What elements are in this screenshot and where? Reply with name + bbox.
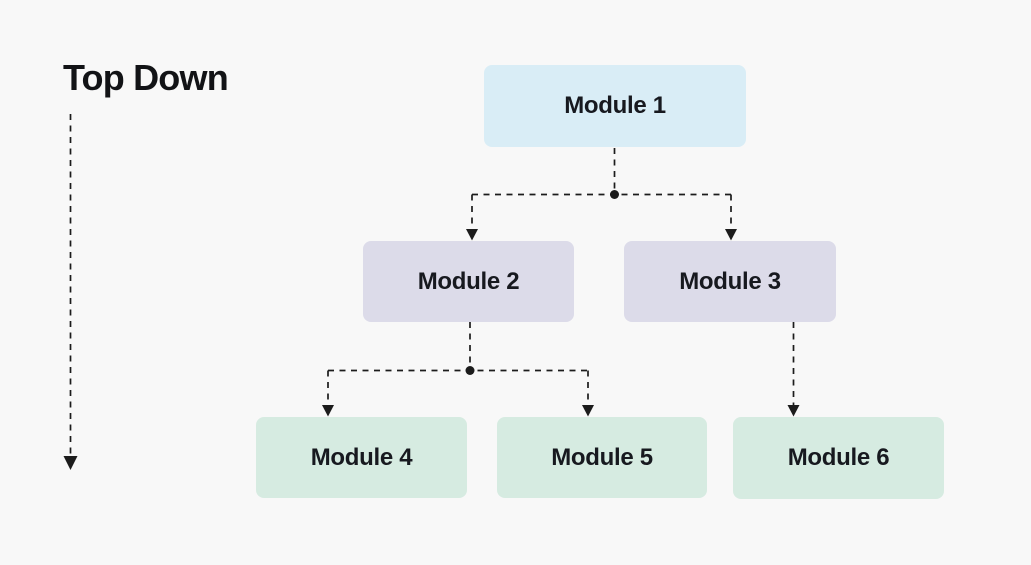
node-label: Module 4 [310,443,413,471]
node-module-5[interactable]: Module 5 [497,417,707,498]
node-module-4[interactable]: Module 4 [256,417,467,498]
node-module-6[interactable]: Module 6 [733,417,944,499]
arrowhead-to-m5 [582,405,594,417]
node-label: Module 5 [551,443,653,471]
arrowhead-to-m6 [787,405,800,417]
top-down-arrowhead [63,456,78,470]
junction-dot-1 [610,190,619,199]
arrowhead-to-m3 [725,229,737,241]
node-label: Module 6 [787,444,890,471]
junction-dot-2 [465,366,475,375]
node-module-2[interactable]: Module 2 [363,241,574,322]
node-module-1[interactable]: Module 1 [484,65,746,147]
diagram-title: Top Down [63,57,229,98]
arrowhead-to-m2 [466,229,478,241]
node-label: Module 3 [679,267,781,295]
arrowhead-to-m4 [322,405,334,417]
node-label: Module 1 [564,92,666,119]
node-module-3[interactable]: Module 3 [624,241,836,322]
node-label: Module 2 [417,267,520,295]
